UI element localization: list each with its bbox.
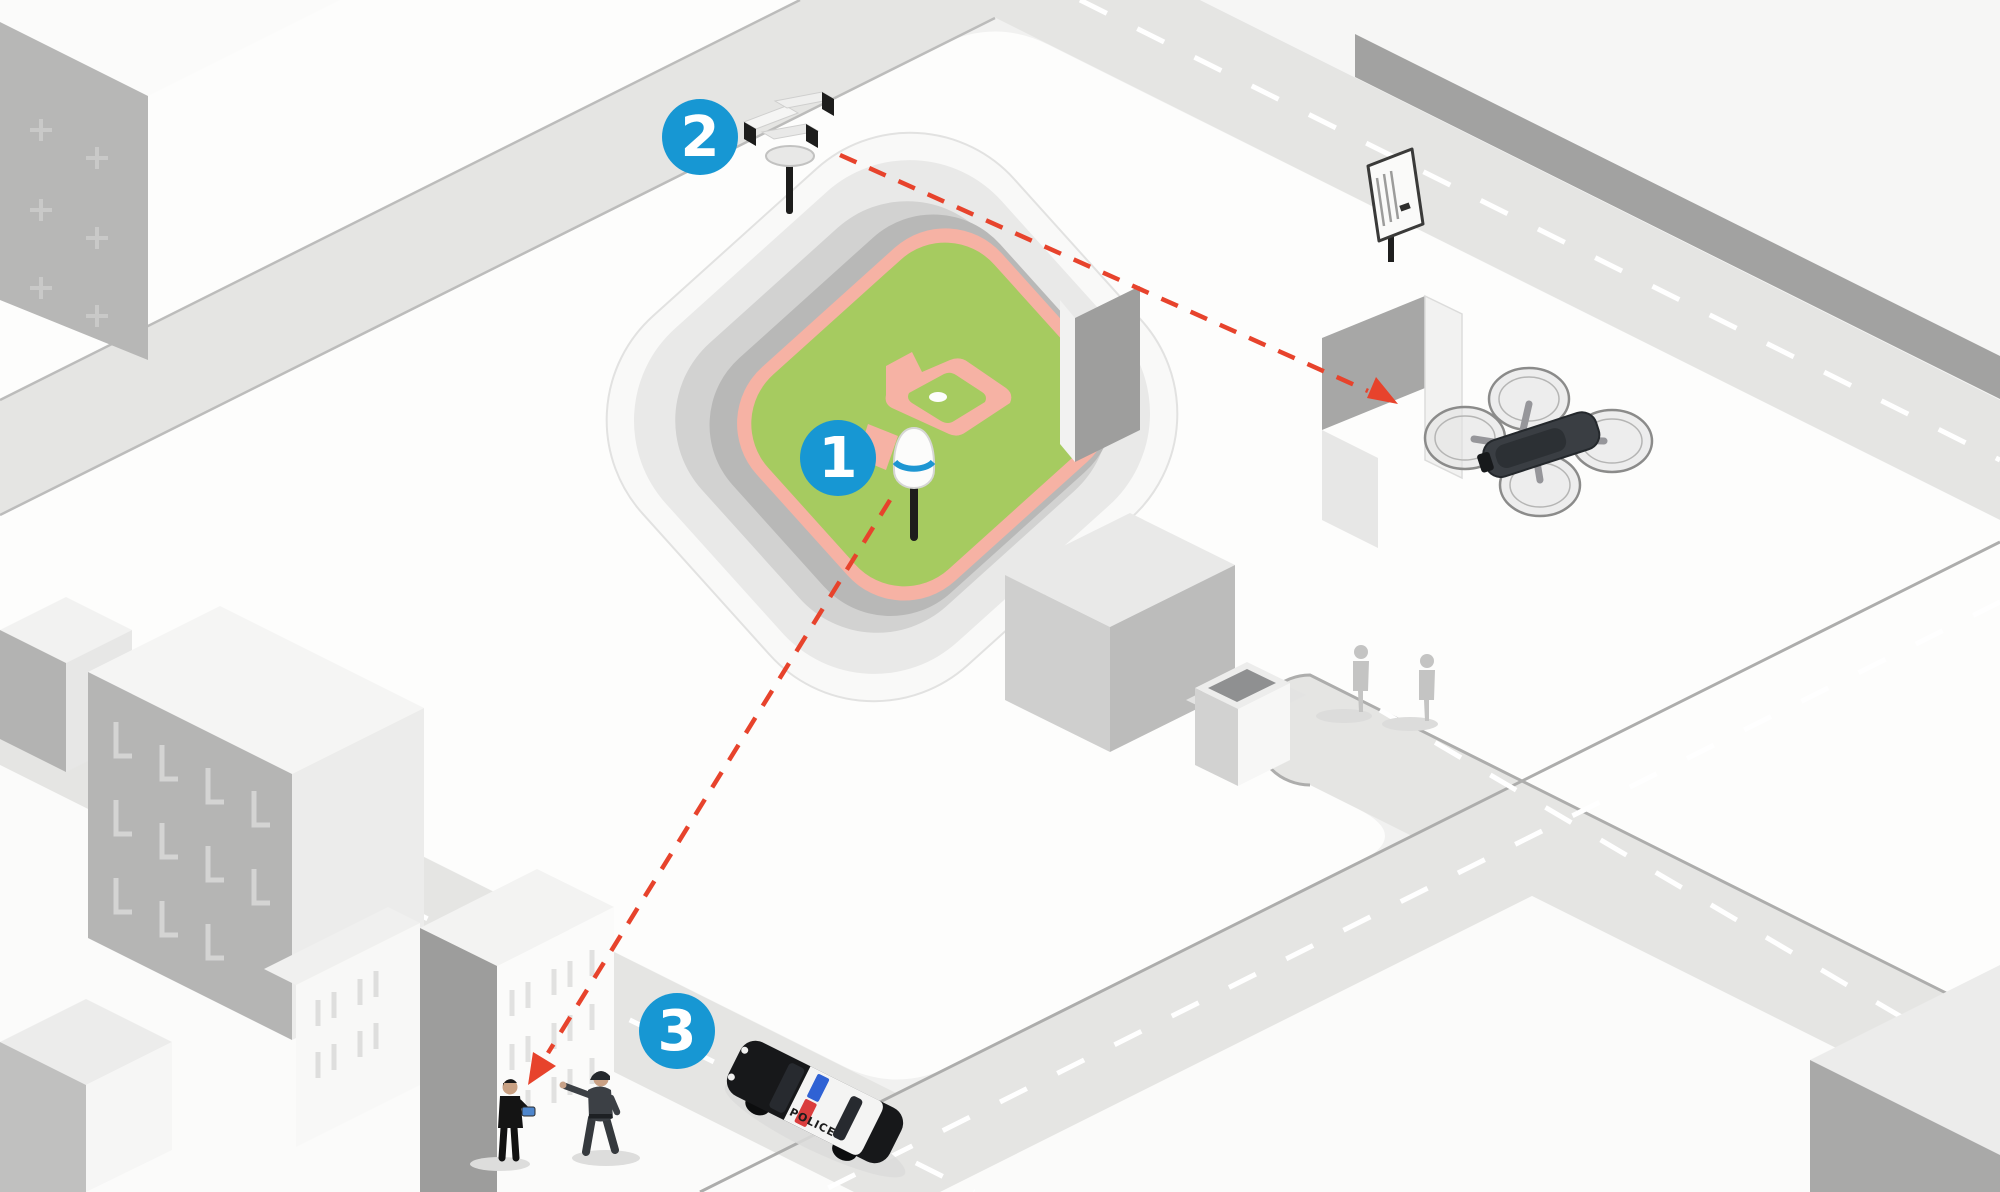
stadium-entrance-shadow <box>1075 286 1140 462</box>
block-bottom-right <box>940 896 2000 1192</box>
marker-3[interactable]: 3 <box>639 993 715 1069</box>
pedestrians <box>1316 645 1438 731</box>
detection-lines <box>546 152 1369 1055</box>
gate-wall-dark-face <box>1322 296 1425 430</box>
building-windowed <box>420 869 614 1192</box>
arrowhead-pilot <box>528 1052 556 1085</box>
camera-cluster-icon <box>742 91 836 214</box>
building-top-left-face <box>0 22 148 360</box>
scoreboard <box>1366 147 1425 262</box>
detection-line-radar-to-pilot <box>546 498 892 1055</box>
infield-grass-diamond <box>908 372 986 423</box>
drone-camera <box>1477 451 1494 473</box>
stadium <box>605 131 1463 786</box>
detection-line-camera-to-drone <box>839 152 1369 394</box>
windows-top-left <box>30 119 108 327</box>
marker-3-label: 3 <box>658 999 697 1064</box>
lightbar-blue <box>807 1074 830 1102</box>
building-bottom-right <box>1810 965 2000 1192</box>
building-bottom-right-face <box>1810 1060 2000 1192</box>
building-tall-gray-face <box>88 672 292 1040</box>
marker-1-label: 1 <box>819 426 858 491</box>
infield <box>857 352 1012 470</box>
marker-2-label: 2 <box>681 105 720 170</box>
marker-1[interactable]: 1 <box>800 420 876 496</box>
building-windowed-face <box>497 907 614 1192</box>
marker-2[interactable]: 2 <box>662 99 738 175</box>
building-windowed-dark-face <box>420 928 497 1192</box>
ticket-booth <box>1186 662 1306 786</box>
officer-cap <box>590 1071 610 1080</box>
building-top-left <box>0 0 340 360</box>
drone-pilot <box>470 1079 536 1171</box>
road-stadium-driveway <box>1310 675 2000 1130</box>
gate-wall <box>1322 294 1463 548</box>
building-low-white <box>264 907 420 1147</box>
pitcher-mound <box>929 392 947 402</box>
police-officer <box>559 1071 640 1166</box>
arrowhead-drone <box>1367 377 1398 404</box>
lightbar-red <box>794 1099 817 1127</box>
radar-dome-icon <box>892 426 936 541</box>
drone-icon <box>1423 366 1654 518</box>
police-car: POLICE <box>724 1040 906 1178</box>
block-top-right <box>1200 0 2000 400</box>
road-upper-right <box>960 0 2000 520</box>
windows-tall-gray <box>113 722 270 961</box>
drone-controller <box>521 1106 536 1117</box>
buildings-bottom-left <box>0 597 614 1192</box>
building-face-top-right <box>1355 34 2000 399</box>
radar-dome-blue-band <box>892 459 936 472</box>
